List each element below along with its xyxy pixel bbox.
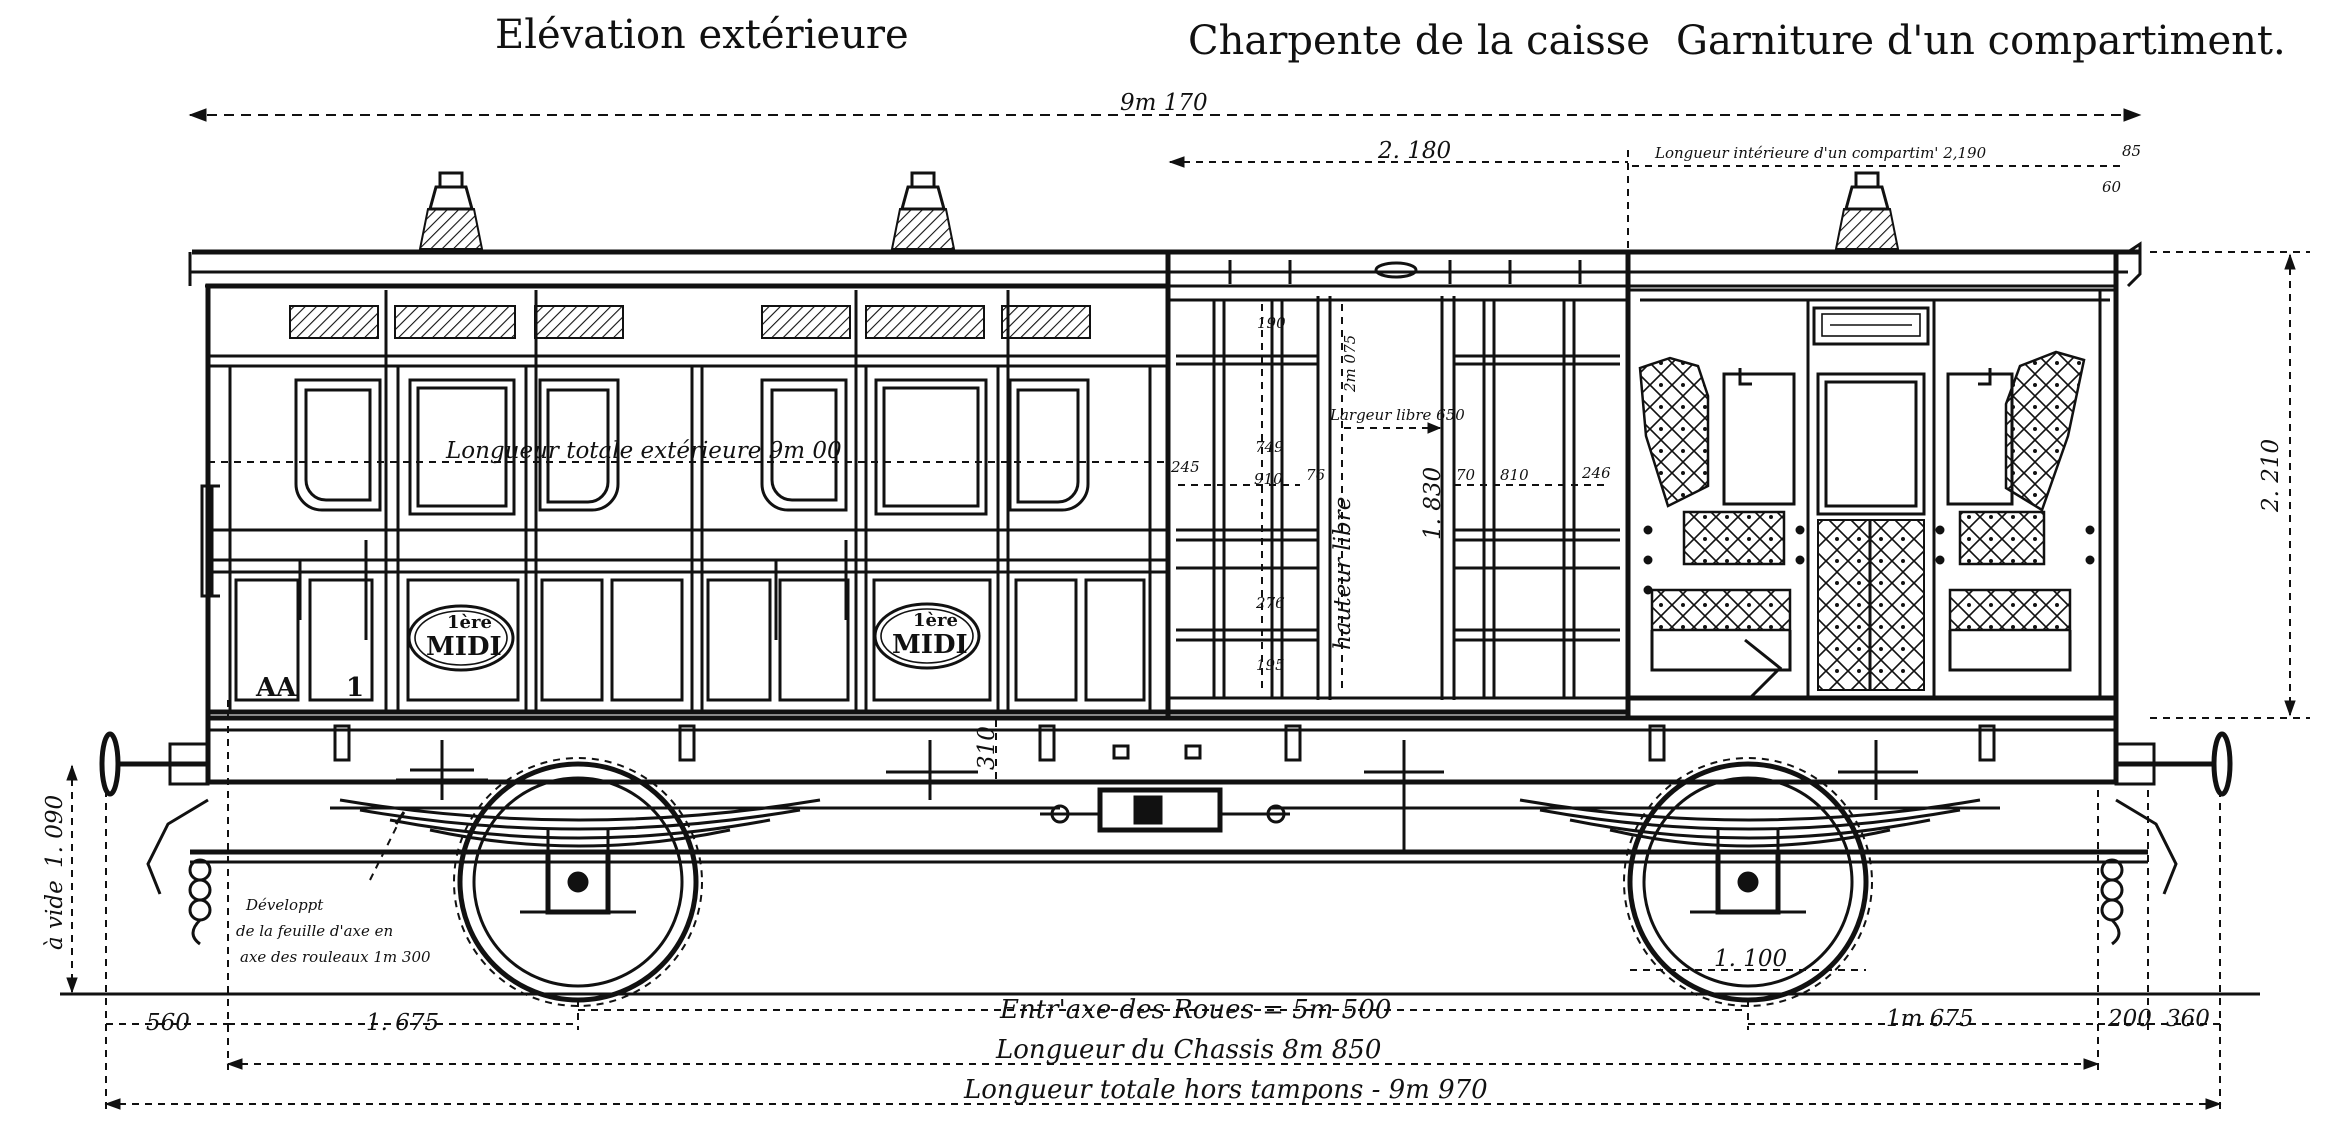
dim-195: 195	[1256, 656, 1285, 674]
class-emblem-right	[873, 602, 981, 670]
dim-right-360: 360	[2166, 1006, 2210, 1032]
class-left-top: 1ère	[447, 612, 492, 633]
buffer-right	[2114, 731, 2233, 797]
class-right-bottom: MIDI	[892, 630, 968, 660]
development-note-3: axe des rouleaux 1m 300	[240, 948, 431, 966]
dim-total-length: Longueur totale hors tampons - 9m 970	[963, 1075, 1488, 1105]
dim-749: 749	[1255, 438, 1284, 456]
dim-right-200: 200	[2107, 1006, 2152, 1032]
roof-lamp-2	[890, 171, 956, 250]
class-right-top: 1ère	[913, 610, 958, 631]
dim-190: 190	[1257, 314, 1286, 332]
dim-left-axle: 1. 675	[366, 1010, 439, 1036]
dim-frame-length: Longueur du Chassis 8m 850	[995, 1035, 1381, 1065]
dim-empty-height-label: à vide	[42, 880, 68, 950]
body-height-dimension	[2150, 251, 2310, 719]
dim-right-axle: 1m 675	[1886, 1006, 1974, 1032]
overall-top-dimension	[188, 108, 2142, 122]
dim-wheelbase: Entr'axe des Roues = 5m 500	[999, 995, 1391, 1025]
dim-310: 310	[974, 726, 1000, 770]
heading-frame: Charpente de la caisse	[1188, 18, 1650, 64]
carriage-number: 1	[346, 673, 364, 703]
dim-left-overhang: 560	[146, 1010, 190, 1036]
heading-elevation: Elévation extérieure	[495, 12, 909, 58]
roof-lamp-1	[418, 171, 484, 250]
dim-910: 910	[1254, 470, 1283, 488]
dim-interior-height-value: 1. 830	[1420, 467, 1446, 540]
left-bay-dimension	[1168, 156, 1628, 168]
series-marking: AA	[255, 673, 297, 703]
buffer-left	[99, 731, 210, 797]
dim-245: 245	[1170, 458, 1200, 476]
coupling-right	[2100, 798, 2178, 946]
wheel-left	[453, 757, 703, 1007]
dim-body-height: 2. 210	[2258, 439, 2284, 513]
dim-wheel-diameter: 1. 100	[1714, 946, 1787, 972]
dim-right-85: 85	[2122, 142, 2141, 160]
dim-interior-length: Longueur intérieure d'un compartim' 2,19…	[1654, 144, 1987, 162]
lower-dimension-lines	[60, 700, 2260, 1110]
dim-free-width: Largeur libre 650	[1329, 406, 1465, 424]
frame-dimension-lines	[1178, 304, 1610, 694]
class-left-bottom: MIDI	[426, 632, 502, 662]
coupling-left	[146, 798, 212, 946]
dim-70: 70	[1456, 466, 1476, 484]
dim-overall-top: 9m 170	[1120, 90, 1208, 116]
dim-door-height-top: 2m 075	[1341, 335, 1359, 393]
compartment-interior	[1625, 249, 2119, 721]
dim-810: 810	[1500, 466, 1529, 484]
dim-276: 276	[1255, 594, 1285, 612]
development-note-2: de la feuille d'axe en	[236, 922, 393, 940]
dim-76: 76	[1306, 466, 1326, 484]
development-note-1: Développt	[245, 896, 324, 914]
dim-interior-height: hauteur libre	[1330, 497, 1356, 650]
dim-right-60: 60	[2102, 178, 2122, 196]
dim-empty-height-value: 1. 090	[42, 795, 68, 868]
development-note-leader	[369, 811, 406, 881]
dim-exterior-length: Longueur totale extérieure 9m 00	[445, 438, 842, 464]
class-emblem-left	[407, 604, 515, 672]
leaf-spring-right	[1519, 798, 1981, 848]
heading-compartment: Garniture d'un compartiment.	[1676, 18, 2286, 64]
dim-left-bay: 2. 180	[1377, 138, 1451, 164]
dim-246: 246	[1581, 464, 1611, 482]
exterior-elevation-body	[200, 283, 1171, 721]
roof-lamp-3	[1834, 171, 1900, 250]
